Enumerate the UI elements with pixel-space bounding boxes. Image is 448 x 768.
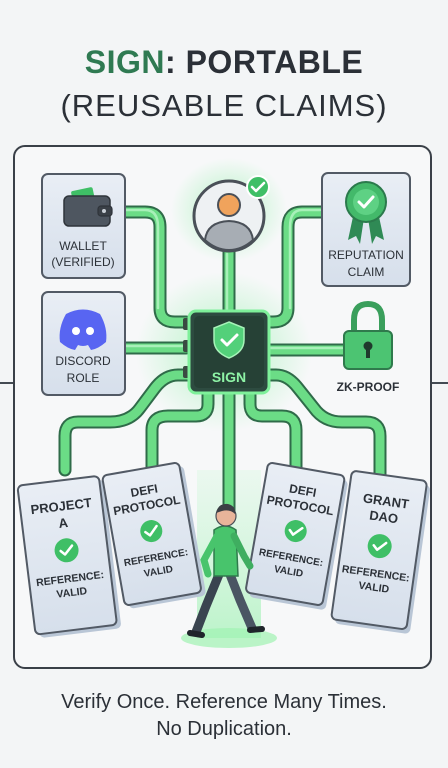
page-title: SIGN: PORTABLE: [0, 44, 448, 80]
discord-label-line2: ROLE: [67, 371, 100, 385]
title-brand: SIGN: [84, 44, 166, 80]
target-reference-status: VALID: [358, 580, 391, 596]
target-card-defi-protocol-2: DEFI PROTOCOL REFERENCE: VALID: [245, 462, 348, 610]
target-card-grant-dao: GRANT DAO REFERENCE: VALID: [330, 470, 430, 634]
target-card-defi-protocol-1: DEFI PROTOCOL REFERENCE: VALID: [101, 462, 206, 609]
zk-proof-label: ZK-PROOF: [337, 380, 400, 394]
page-subtitle: (REUSABLE CLAIMS): [60, 88, 388, 123]
reputation-label-line1: REPUTATION: [328, 248, 404, 262]
reputation-label-line2: CLAIM: [348, 265, 385, 279]
left-divider-line: [0, 382, 14, 384]
avatar-check-icon: [246, 175, 270, 199]
wallet-label-line1: WALLET: [59, 239, 107, 253]
check-mark: [288, 526, 304, 536]
target-reference-status: VALID: [273, 564, 304, 580]
target-title-line2: A: [58, 515, 70, 531]
target-title-line1: PROJECT: [30, 495, 93, 517]
target-title-line1: DEFI: [288, 481, 317, 500]
discord-card: DISCORD ROLE: [41, 291, 126, 396]
footer-caption: Verify Once. Reference Many Times. No Du…: [0, 689, 448, 743]
hub-label: SIGN: [212, 369, 246, 385]
wallet-icon: [63, 187, 113, 227]
badge-icon: [345, 181, 387, 244]
discord-label-line1: DISCORD: [55, 354, 111, 368]
check-mark: [59, 544, 74, 556]
user-ground-glow: [181, 628, 277, 648]
target-title-line1: DEFI: [130, 481, 159, 500]
target-title-line2: DAO: [368, 507, 399, 526]
check-mark: [372, 541, 388, 552]
check-icon: [367, 534, 392, 559]
discord-icon: [59, 309, 107, 350]
check-icon: [284, 520, 307, 543]
target-reference-status: VALID: [143, 564, 174, 580]
check-icon: [54, 538, 79, 563]
user-avatar-icon: [192, 179, 266, 253]
pipes: [58, 205, 387, 517]
wallet-label-line2: (VERIFIED): [51, 255, 114, 269]
check-mark: [144, 524, 158, 537]
title-rest: PORTABLE: [176, 44, 364, 80]
target-title-line1: GRANT: [362, 490, 410, 511]
footer-line-2: No Duplication.: [156, 718, 292, 740]
target-card-project-a: PROJECT A REFERENCE: VALID: [16, 475, 121, 638]
reputation-card: REPUTATION CLAIM: [321, 172, 411, 287]
footer-line-1: Verify Once. Reference Many Times.: [61, 691, 387, 713]
target-reference-status: VALID: [56, 585, 88, 601]
walking-person-icon: [187, 503, 265, 638]
wallet-card: WALLET (VERIFIED): [41, 173, 126, 279]
shield-check-icon: [213, 321, 245, 359]
sign-hub: SIGN: [183, 309, 271, 395]
title-colon: :: [165, 44, 177, 80]
padlock-icon: [343, 300, 393, 370]
right-divider-line: [432, 382, 448, 384]
